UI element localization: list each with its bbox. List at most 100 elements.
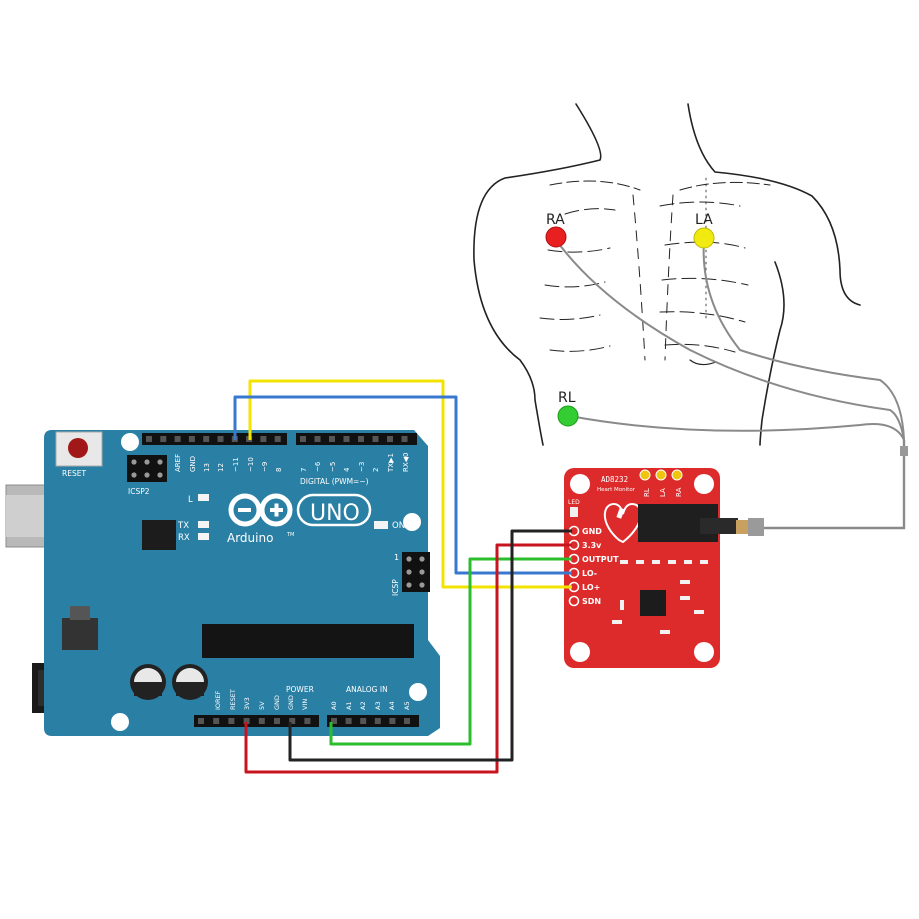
mount-hole — [111, 713, 129, 731]
collarbones — [549, 180, 771, 191]
trademark: TM — [286, 532, 294, 538]
sensor-pin-label: OUTPUT — [582, 555, 619, 564]
sensor-pad-la — [655, 469, 667, 481]
sensor-pad-rl — [639, 469, 651, 481]
power-header — [194, 715, 319, 727]
torso-outline-right — [687, 103, 861, 306]
digital-pin-label: AREF — [174, 454, 182, 472]
wire-yellow-lo-plus-to-pin10 — [248, 379, 572, 589]
sensor-mount-hole — [694, 642, 714, 662]
icsp-pin1-marker: 1 — [394, 553, 399, 562]
led-rx-label: RX — [178, 533, 190, 543]
digital-label: DIGITAL (PWM=~) — [300, 477, 369, 486]
sensor-title: AD8232 — [601, 475, 628, 484]
power-analog-pin-label: GND — [273, 695, 281, 710]
mount-hole — [403, 513, 421, 531]
pin-hole — [358, 436, 364, 442]
pin-hole — [300, 436, 306, 442]
arduino-logo — [228, 493, 293, 527]
led-on — [374, 521, 388, 529]
digital-pin-label: 2 — [372, 468, 380, 472]
led-l-label: L — [188, 495, 193, 505]
sensor-pad-ra — [671, 469, 683, 481]
jack-sleeve — [700, 518, 738, 534]
cable-ra — [555, 239, 905, 441]
sensor-electrode-label-ra: RA — [675, 487, 683, 497]
pin-hole — [274, 718, 280, 724]
power-analog-pin-label: IOREF — [214, 690, 222, 710]
pin-hole — [203, 436, 210, 442]
pin-hole — [360, 718, 367, 724]
power-analog-pin-label: A4 — [388, 701, 396, 710]
pin-hole — [345, 718, 352, 724]
power-analog-pin-label: 5V — [258, 701, 266, 710]
pin-hole — [314, 436, 321, 442]
power-analog-pin-label: A3 — [374, 701, 382, 710]
wire-red-3v3-to-3v3 — [244, 543, 572, 774]
pin-hole — [217, 436, 224, 442]
arduino-logo-text: Arduino — [227, 531, 273, 545]
jack-plug-tip — [736, 520, 748, 534]
led-rx — [198, 533, 209, 540]
sensor-mount-hole — [570, 474, 590, 494]
power-label: POWER — [286, 685, 314, 694]
sensor-electrode-label-la: LA — [659, 488, 667, 497]
digital-pin-label: 7 — [300, 468, 308, 472]
torso-right-side — [759, 261, 785, 446]
uno-text: UNO — [310, 501, 360, 526]
pin-hole — [258, 718, 265, 724]
digital-pin-label: TX▶1 — [387, 453, 395, 473]
electrodes: RA LA RL — [545, 212, 715, 427]
wire-black-gnd-to-gnd — [288, 529, 572, 762]
power-analog-pin-label: A2 — [359, 701, 367, 710]
digital-pin-label: 4 — [343, 467, 351, 472]
sensor-smd-components — [612, 560, 708, 634]
pin-hole — [404, 718, 410, 724]
pin-hole — [289, 718, 296, 724]
icsp2-label: ICSP2 — [128, 487, 150, 496]
sensor-pcb — [564, 468, 720, 668]
navel-line — [689, 359, 717, 366]
pin-hole — [274, 436, 281, 442]
mount-hole — [121, 433, 139, 451]
digital-pin-label: ~9 — [261, 462, 269, 472]
power-analog-pin-label: GND — [287, 695, 295, 710]
sensor-led-label: LED — [568, 499, 580, 506]
sensor-mount-hole — [570, 642, 590, 662]
power-analog-pin-label: A0 — [330, 701, 338, 710]
digital-pin-label: ~11 — [232, 457, 240, 472]
digital-header-right — [296, 433, 417, 445]
digital-pin-label: 12 — [217, 463, 225, 472]
power-analog-pin-holes — [198, 718, 410, 724]
pin-hole — [174, 436, 181, 442]
sensor-pin-label: LO- — [582, 569, 597, 578]
electrode-ra-label: RA — [546, 212, 565, 228]
icsp-header — [402, 552, 430, 592]
wires — [233, 379, 572, 774]
power-analog-pin-label: VIN — [301, 699, 309, 710]
cable-rl — [569, 415, 905, 441]
digital-pin-label: GND — [189, 456, 197, 472]
torso-outline-left — [473, 103, 602, 446]
electrode-rl-label: RL — [558, 390, 576, 406]
sternum — [632, 194, 674, 361]
digital-pin-label: 8 — [275, 468, 283, 472]
arduino-pcb — [44, 430, 440, 736]
reset-label: RESET — [62, 469, 86, 478]
torso-sketch — [473, 103, 861, 446]
icsp2-header — [127, 455, 167, 482]
power-analog-pin-label: RESET — [229, 689, 237, 710]
pin-hole — [213, 718, 220, 724]
pin-hole — [387, 436, 393, 442]
pin-hole — [243, 718, 250, 724]
atmega328-chip — [202, 624, 414, 658]
electrode-la — [693, 227, 715, 249]
electrode-la-label: LA — [695, 212, 713, 228]
cable-la — [702, 239, 905, 441]
on-label: ON — [392, 521, 405, 531]
mount-hole — [409, 683, 427, 701]
sensor-pin-label: SDN — [582, 597, 601, 606]
